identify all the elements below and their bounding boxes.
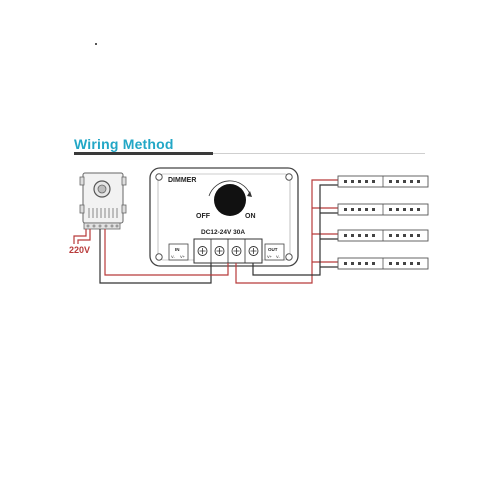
out-terminal-label: V- — [276, 254, 280, 259]
mounting-hole — [285, 253, 293, 261]
power-supply-ear — [79, 204, 85, 214]
page-title: Wiring Method — [74, 136, 174, 152]
dimmer-unit: DIMMER OFF ON DC12-24V 30A IN V- V+ — [149, 167, 299, 267]
in-label: IN — [175, 247, 180, 252]
in-terminal-label: V+ — [180, 254, 186, 259]
led-strip — [337, 257, 429, 270]
in-label-block — [168, 243, 189, 261]
off-label: OFF — [196, 213, 211, 220]
rotation-arrow-icon — [247, 191, 252, 197]
out-label: OUT — [268, 247, 278, 252]
dimmer-rating: DC12-24V 30A — [201, 229, 245, 236]
led-strip — [337, 203, 429, 216]
dimmer-knob — [214, 184, 246, 216]
led-strips — [337, 175, 429, 270]
mounting-hole — [155, 173, 163, 181]
output-negative-wire — [252, 184, 338, 276]
speck-mark — [95, 43, 97, 45]
terminal-screws — [197, 246, 259, 256]
out-terminal-label: V+ — [267, 254, 273, 259]
mounting-hole — [285, 173, 293, 181]
power-supply-screws — [86, 224, 119, 228]
in-terminal-label: V- — [171, 254, 175, 259]
supply-positive-wire — [104, 229, 229, 276]
power-supply-terminal-strip — [83, 222, 121, 230]
dimmer-label: DIMMER — [168, 177, 196, 184]
supply-negative-wire — [99, 229, 212, 284]
led-strip — [337, 175, 429, 188]
power-supply-vents — [88, 208, 118, 218]
mounting-hole — [155, 253, 163, 261]
ac-input-wire — [77, 229, 91, 244]
power-supply-ear — [121, 204, 127, 214]
power-supply-fan-hub — [97, 184, 107, 194]
rotation-arc — [208, 180, 251, 197]
ac-input-wire — [73, 229, 87, 244]
power-supply: 220V — [69, 172, 127, 255]
power-supply-ear — [121, 176, 127, 186]
supply-wires — [99, 229, 229, 284]
power-supply-ear — [79, 176, 85, 186]
led-strip — [337, 229, 429, 242]
title-underline-bar — [74, 152, 213, 155]
ac-voltage-label: 220V — [69, 245, 90, 255]
on-label: ON — [245, 213, 256, 220]
output-positive-wire — [235, 179, 338, 284]
output-wires — [235, 179, 338, 284]
out-label-block — [264, 243, 285, 261]
